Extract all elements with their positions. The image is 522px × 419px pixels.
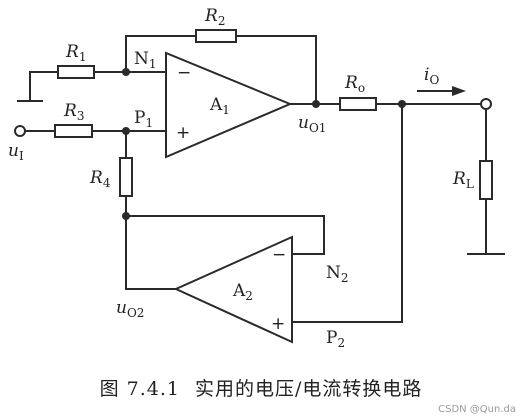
label-n2: N2 (326, 263, 349, 285)
output-terminal (480, 98, 492, 110)
label-io: iO (424, 65, 439, 87)
junction-output (398, 100, 406, 108)
label-ro: Ro (344, 73, 365, 95)
label-n1: N1 (134, 49, 157, 71)
junction-p1 (122, 127, 130, 135)
label-p1: P1 (134, 108, 153, 130)
a1-minus-sign: − (177, 63, 191, 83)
resistor-r4 (119, 157, 133, 197)
opamp-a1 (165, 51, 293, 159)
junction-uo1 (312, 100, 320, 108)
label-a1: A1 (209, 95, 230, 117)
wire-node-n2 (125, 215, 325, 255)
label-input-voltage: uI (8, 141, 24, 163)
junctions (122, 68, 406, 220)
a1-plus-sign: + (176, 123, 190, 143)
a2-minus-sign: − (272, 245, 286, 265)
wire-n1-r2 (125, 35, 197, 73)
input-terminal (14, 125, 26, 137)
resistor-r2 (195, 29, 237, 43)
wire-out-p2 (291, 103, 403, 323)
resistors (54, 29, 493, 200)
wires (17, 35, 505, 323)
label-r3: R3 (63, 101, 84, 123)
figure-caption: 图 7.4.1 实用的电压/电流转换电路 (0, 374, 522, 401)
label-rl: RL (452, 169, 474, 191)
label-a2: A2 (232, 281, 253, 303)
junction-r4-bottom (122, 212, 130, 220)
label-r2: R2 (204, 6, 225, 28)
label-uo1: uO1 (298, 113, 326, 135)
resistor-r1 (57, 65, 95, 79)
resistor-rl (479, 160, 493, 200)
circuit-schematic: − + − + R1 R2 R3 R4 Ro RL N1 P1 N2 P2 A1… (8, 6, 505, 350)
watermark: CSDN @Qun.da (438, 404, 516, 415)
wire-r2-uo1 (235, 35, 317, 105)
label-uo2: uO2 (116, 298, 144, 320)
label-r1: R1 (65, 42, 86, 64)
resistor-ro (339, 97, 377, 111)
junction-n1 (122, 68, 130, 76)
a2-plus-sign: + (271, 314, 285, 334)
wire-node-uo2 (125, 215, 177, 290)
resistor-r3 (54, 124, 93, 138)
figure-title: 实用的电压/电流转换电路 (195, 378, 423, 400)
opamp-a2 (173, 235, 293, 344)
label-r4: R4 (89, 168, 111, 190)
wire-ground-r1 (29, 71, 59, 102)
label-p2: P2 (326, 328, 345, 350)
current-arrow-head (452, 86, 466, 96)
figure-number: 图 7.4.1 (99, 378, 180, 400)
